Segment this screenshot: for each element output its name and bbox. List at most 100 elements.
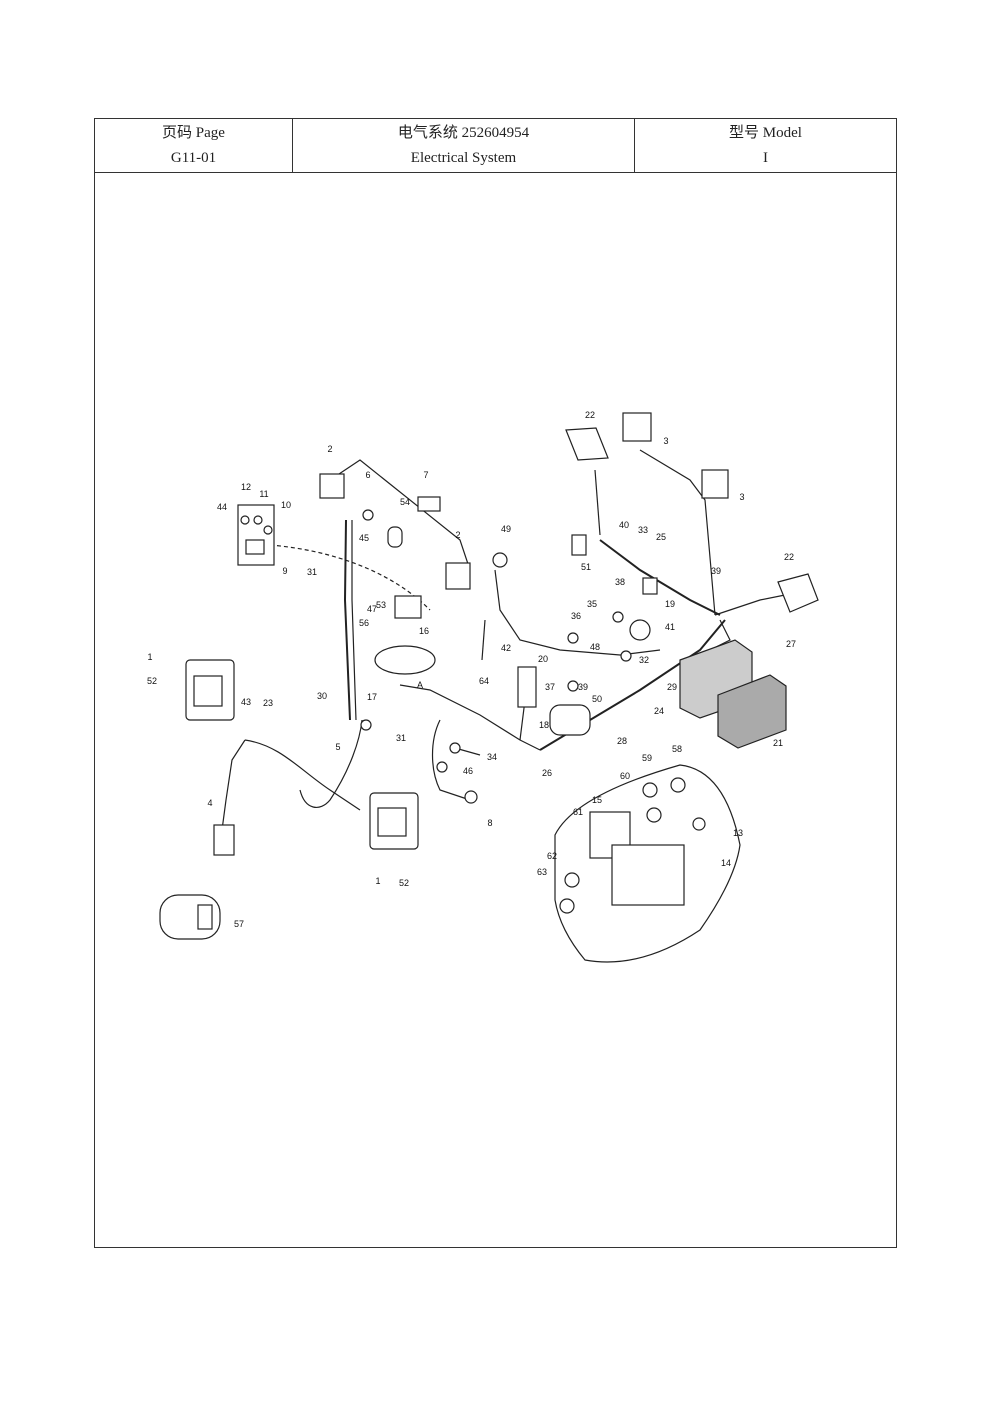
callout-12: 12 [241, 482, 251, 492]
callout-1: 1 [147, 652, 152, 662]
callout-18: 18 [539, 720, 549, 730]
lamp-62-icon [564, 872, 580, 888]
callout-35: 35 [587, 599, 597, 609]
page-cell: 页码 Page G11-01 [95, 119, 293, 172]
callout-54: 54 [400, 497, 410, 507]
key-13-icon [692, 817, 706, 831]
sensor-5-icon [360, 719, 372, 731]
system-title: 电气系统 252604954 [397, 124, 530, 141]
connector-4 [213, 824, 235, 856]
model-cell: 型号 Model I [635, 119, 896, 172]
callout-62: 62 [547, 851, 557, 861]
callout-42: 42 [501, 643, 511, 653]
callout-61: 61 [573, 807, 583, 817]
relay-box-53 [394, 595, 422, 619]
callout-44: 44 [217, 502, 227, 512]
callout-27: 27 [786, 639, 796, 649]
plate-20 [517, 666, 537, 708]
sensor-46-icon [436, 761, 448, 773]
callout-58: 58 [672, 744, 682, 754]
harness-4 [221, 739, 246, 831]
system-cell: 电气系统 252604954 Electrical System [293, 119, 635, 172]
lamp-63-icon [559, 898, 575, 914]
callout-22: 22 [784, 552, 794, 562]
work-lamp-2a [319, 473, 345, 499]
callout-17: 17 [367, 692, 377, 702]
callout-22: 22 [585, 410, 595, 420]
callout-9: 9 [282, 566, 287, 576]
callout-47: 47 [367, 604, 377, 614]
motor-19 [629, 619, 651, 641]
wire-22 [594, 469, 601, 536]
gauge-10-icon [263, 525, 273, 535]
callout-32: 32 [639, 655, 649, 665]
callout-31: 31 [396, 733, 406, 743]
callout-2: 2 [327, 444, 332, 454]
callout-15: 15 [592, 795, 602, 805]
callout-48: 48 [590, 642, 600, 652]
callout-39: 39 [578, 682, 588, 692]
switch-7 [417, 496, 441, 512]
wire-22b [714, 594, 786, 616]
lamp-3b [701, 469, 729, 499]
fuse-38 [642, 577, 658, 595]
callout-46: 46 [463, 766, 473, 776]
plug-57 [197, 904, 213, 930]
lamp-58-icon [670, 777, 686, 793]
callout-28: 28 [617, 736, 627, 746]
callout-30: 30 [317, 691, 327, 701]
callout-25: 25 [656, 532, 666, 542]
callout-1: 1 [375, 876, 380, 886]
callout-51: 51 [581, 562, 591, 572]
callout-19: 19 [665, 599, 675, 609]
panel-9 [237, 504, 275, 566]
callout-23: 23 [263, 698, 273, 708]
gauge-12-icon [240, 515, 250, 525]
callout-3: 3 [739, 492, 744, 502]
callout-31: 31 [307, 567, 317, 577]
callout-37: 37 [545, 682, 555, 692]
callout-45: 45 [359, 533, 369, 543]
callout-11: 11 [259, 489, 268, 499]
callout-59: 59 [642, 753, 652, 763]
callout-49: 49 [501, 524, 511, 534]
harness-front [399, 684, 541, 751]
callout-53: 53 [376, 600, 386, 610]
callout-21: 21 [773, 738, 783, 748]
gauge-11-icon [253, 515, 263, 525]
callout-41: 41 [665, 622, 675, 632]
callout-8: 8 [487, 818, 492, 828]
housing-22b [777, 573, 819, 613]
callout-50: 50 [592, 694, 602, 704]
callout-52: 52 [147, 676, 157, 686]
sensor-35-icon [612, 611, 624, 623]
callout-34: 34 [487, 752, 497, 762]
callout-20: 20 [538, 654, 548, 664]
work-lamp-2b [445, 562, 471, 590]
horn-49 [492, 552, 508, 568]
wire-42 [481, 619, 486, 661]
battery-21 [717, 674, 787, 749]
callout-57: 57 [234, 919, 244, 929]
callout-A: A [417, 680, 423, 690]
callout-43: 43 [241, 697, 251, 707]
callout-4: 4 [207, 798, 212, 808]
callout-63: 63 [537, 867, 547, 877]
model-label: 型号 Model [729, 124, 802, 141]
sensor-8-icon [464, 790, 478, 804]
callout-29: 29 [667, 682, 677, 692]
housing-22a [565, 427, 609, 461]
callout-56: 56 [359, 618, 369, 628]
steering-wheel-16 [374, 645, 436, 675]
drawing-sheet: 页码 Page G11-01 电气系统 252604954 Electrical… [94, 118, 897, 1248]
callout-33: 33 [638, 525, 648, 535]
sensor-48-icon [620, 650, 632, 662]
wire-3 [639, 449, 716, 616]
sensor-39-icon [567, 680, 579, 692]
lamp-60-icon [646, 807, 662, 823]
harness-33 [599, 539, 721, 616]
callout-6: 6 [365, 470, 370, 480]
callout-64: 64 [479, 676, 489, 686]
